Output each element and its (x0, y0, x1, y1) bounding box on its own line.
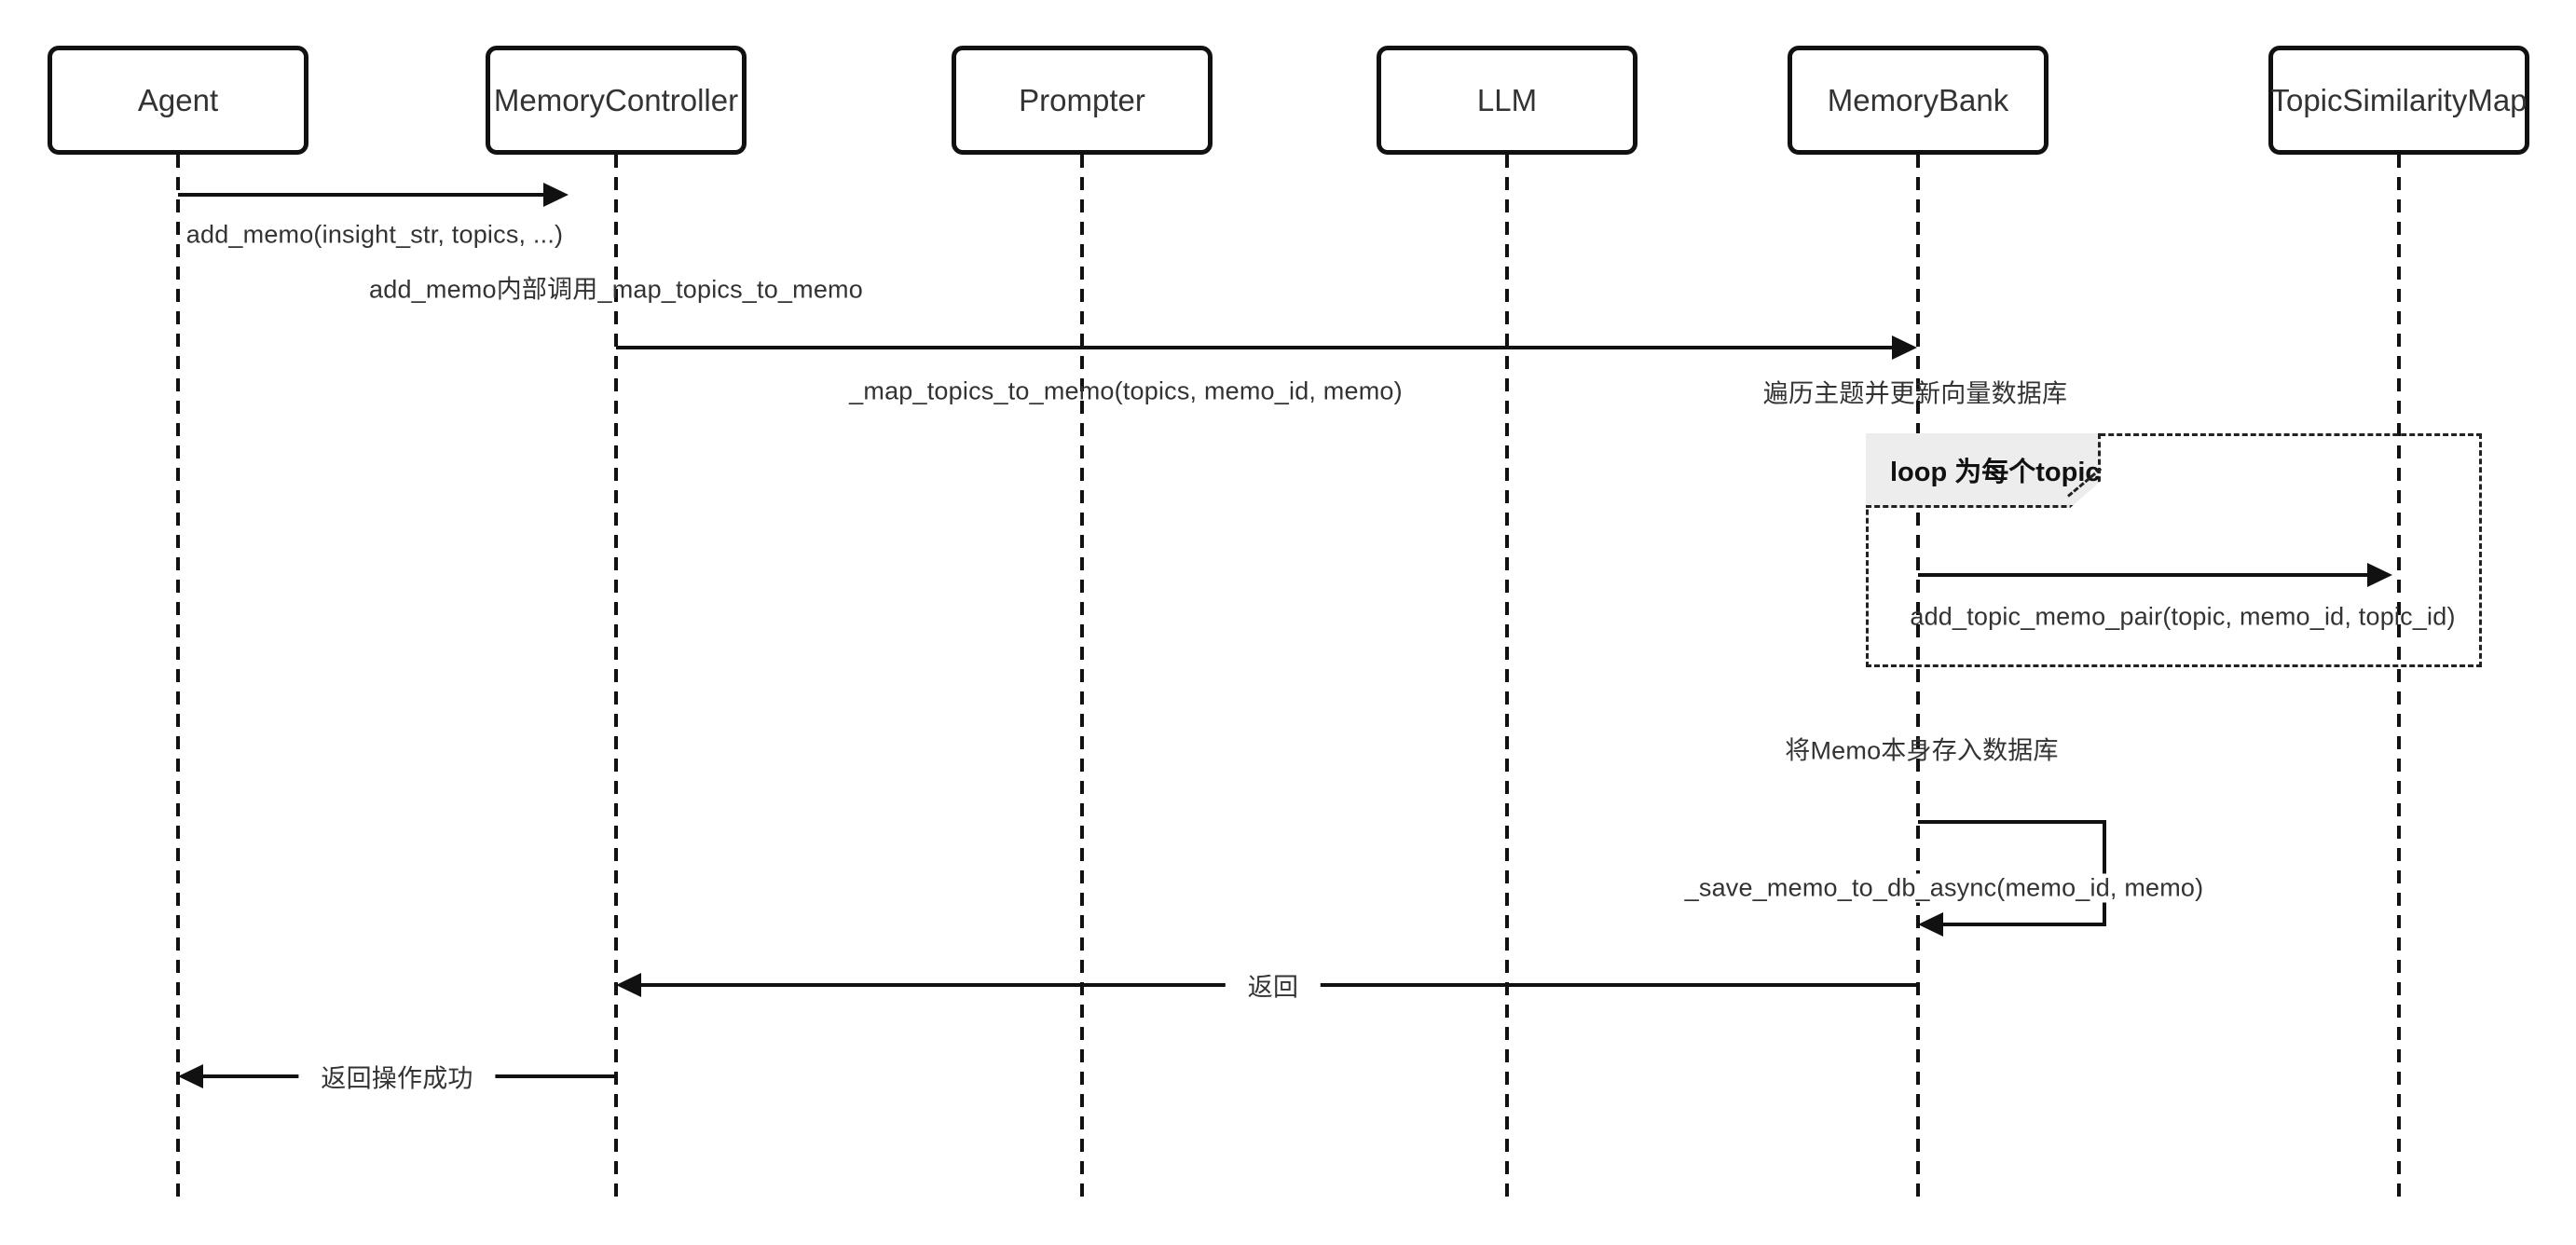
participant-memorycontroller: MemoryController (486, 46, 747, 155)
lifeline-memorybank (1916, 155, 1920, 1197)
lifeline-topicsimilaritymap (2397, 155, 2401, 1197)
message-label: 返回操作成功 (298, 1058, 496, 1095)
lifeline-memorycontroller (614, 155, 618, 1197)
lifeline-llm (1505, 155, 1509, 1197)
lifeline-prompter (1080, 155, 1084, 1197)
message-label: 返回 (1225, 966, 1322, 1004)
message-label: _save_memo_to_db_async(memo_id, memo) (1662, 873, 2227, 903)
arrowhead-right-icon (2367, 563, 2392, 587)
self-call-right-line (2103, 820, 2106, 926)
note-add-memo-internal-call: add_memo内部调用_map_topics_to_memo (369, 275, 863, 304)
arrowhead-right-icon (543, 183, 569, 207)
loop-fragment-border (1866, 433, 2482, 667)
arrowhead-left-icon (178, 1064, 203, 1088)
arrowhead-left-icon (616, 973, 641, 997)
arrow-line (1918, 573, 2369, 577)
message-label: add_memo(insight_str, topics, ...) (185, 220, 564, 249)
participant-agent: Agent (48, 46, 308, 155)
arrow-line (178, 193, 545, 197)
message-label: add_topic_memo_pair(topic, memo_id, topi… (1910, 602, 2456, 631)
participant-topicsimilaritymap: TopicSimilarityMap (2268, 46, 2529, 155)
loop-fragment-label: loop 为每个topic (1866, 433, 2101, 508)
self-call-bottom-line (1943, 923, 2106, 926)
message-label: _map_topics_to_memo(topics, memo_id, mem… (849, 376, 1403, 405)
note-update-vector-db: 遍历主题并更新向量数据库 (1762, 379, 2068, 408)
participant-prompter: Prompter (952, 46, 1213, 155)
arrowhead-left-icon (1918, 912, 1943, 937)
loop-label-text: loop 为每个topic (1890, 457, 2101, 487)
self-call-top-line (1918, 820, 2106, 824)
participant-llm: LLM (1377, 46, 1637, 155)
lifeline-agent (176, 155, 180, 1197)
participant-memorybank: MemoryBank (1788, 46, 2048, 155)
arrowhead-right-icon (1892, 335, 1917, 360)
arrow-line (616, 346, 1894, 349)
note-save-memo-to-db: 将Memo本身存入数据库 (1785, 736, 2059, 765)
